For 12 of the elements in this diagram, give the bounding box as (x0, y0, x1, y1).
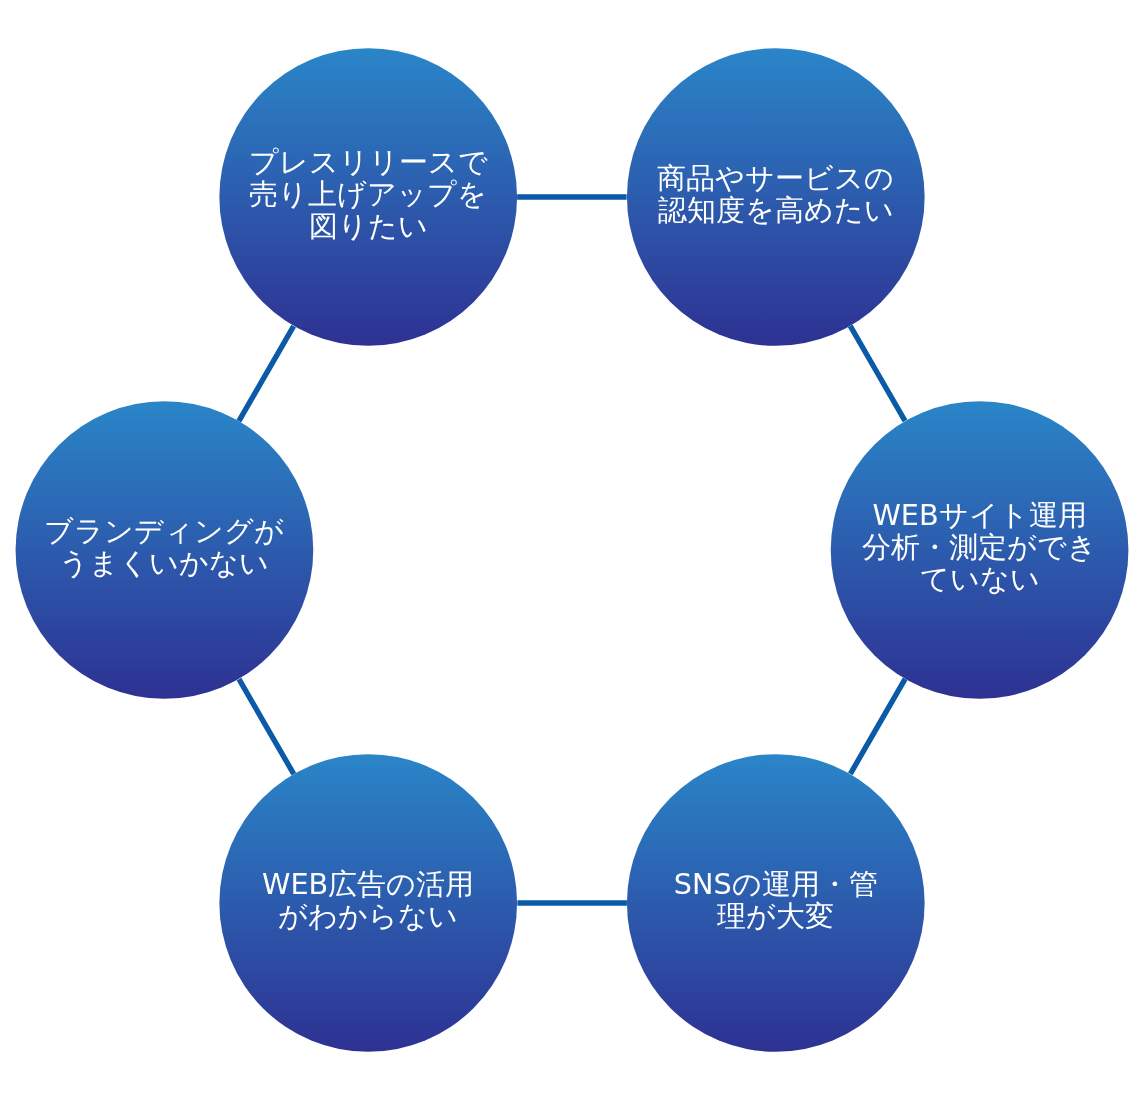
connector (847, 324, 908, 422)
node-circle: WEB広告の活用がわからない (219, 753, 518, 1052)
connector (517, 899, 627, 906)
connector (236, 677, 297, 775)
node-circle: 商品やサービスの認知度を高めたい (626, 47, 925, 346)
node-circle: プレスリリースで売り上げアップを図りたい (219, 47, 518, 346)
connector (236, 324, 296, 422)
node-circle: ブランディングがうまくいかない (15, 400, 314, 699)
node-circle: SNSの運用・管理が大変 (626, 753, 925, 1052)
connector (848, 677, 908, 775)
connector (517, 193, 627, 200)
node-circle: WEBサイト運用分析・測定ができていない (830, 400, 1129, 699)
